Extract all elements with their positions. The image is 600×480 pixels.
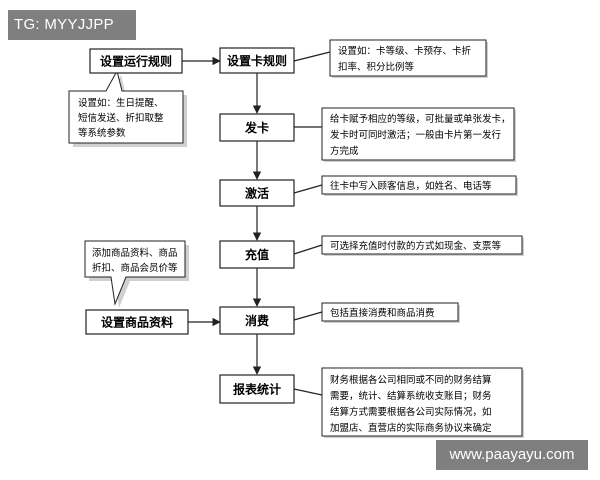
note-activate: 往卡中写入顾客信息，如姓名、电话等 bbox=[321, 175, 518, 196]
step-activate: 激活 bbox=[219, 179, 295, 207]
svg-text:设置如：生日提醒、 短信发送、折扣取整: 设置如：生日提醒、 短信发送、折扣取整 等系统参数 bbox=[78, 97, 167, 139]
svg-text:添加商品资料、商品 折扣、商品会员价等: 添加商品资料、商品 折扣、商品会员价等 bbox=[92, 247, 181, 274]
note-product-info: 添加商品资料、商品 折扣、商品会员价等 bbox=[84, 240, 189, 308]
connector-card-rules-note bbox=[293, 51, 331, 62]
step-recharge: 充值 bbox=[219, 240, 295, 269]
note-card-rules: 设置如：卡等级、卡预存、卡折 扣率、积分比例等 bbox=[329, 39, 488, 78]
step-issue: 发卡 bbox=[219, 113, 295, 142]
svg-text:报表统计: 报表统计 bbox=[233, 382, 281, 397]
connector-consume-note bbox=[293, 311, 323, 321]
note-issue: 给卡赋予相应的等级，可批量或单张发卡， 发卡时可同时激活；一般由卡片第一发行 方… bbox=[321, 107, 516, 162]
svg-text:给卡赋予相应的等级，可批量或单张发卡， 发卡: 给卡赋予相应的等级，可批量或单张发卡， 发卡时可同时激活；一般由卡片第一发行 方… bbox=[330, 113, 514, 157]
svg-text:可选择充值时付款的方式如现金、支票等: 可选择充值时付款的方式如现金、支票等 bbox=[330, 240, 502, 252]
svg-text:财务根据各公司相同或不同的财务结算 需要，统: 财务根据各公司相同或不同的财务结算 需要，统计、结算系统收支账目；财务 结算方式… bbox=[330, 374, 495, 434]
note-run-rules: 设置如：生日提醒、 短信发送、折扣取整 等系统参数 bbox=[68, 69, 187, 147]
step-product-info: 设置商品资料 bbox=[85, 309, 189, 335]
svg-text:包括直接消费和商品消费: 包括直接消费和商品消费 bbox=[330, 307, 435, 319]
connector-report-note bbox=[293, 388, 323, 396]
svg-text:设置如：卡等级、卡预存、卡折 扣率、积分比例: 设置如：卡等级、卡预存、卡折 扣率、积分比例等 bbox=[338, 45, 474, 73]
svg-text:设置商品资料: 设置商品资料 bbox=[101, 315, 173, 330]
svg-text:设置运行规则: 设置运行规则 bbox=[100, 54, 172, 69]
svg-text:设置卡规则: 设置卡规则 bbox=[227, 53, 287, 68]
note-report: 财务根据各公司相同或不同的财务结算 需要，统计、结算系统收支账目；财务 结算方式… bbox=[321, 367, 524, 438]
note-consume: 包括直接消费和商品消费 bbox=[321, 302, 460, 323]
svg-text:发卡: 发卡 bbox=[244, 120, 269, 135]
note-recharge: 可选择充值时付款的方式如现金、支票等 bbox=[321, 235, 524, 256]
connector-activate-note bbox=[293, 184, 323, 194]
step-card-rules: 设置卡规则 bbox=[219, 47, 295, 74]
connector-recharge-note bbox=[293, 244, 323, 255]
svg-text:充值: 充值 bbox=[245, 247, 269, 262]
svg-text:往卡中写入顾客信息，如姓名、电话等: 往卡中写入顾客信息，如姓名、电话等 bbox=[330, 180, 492, 192]
svg-text:激活: 激活 bbox=[245, 186, 269, 201]
note-boxes: 设置如：生日提醒、 短信发送、折扣取整 等系统参数 添加商品资料、商品 折扣、商… bbox=[68, 39, 524, 438]
step-boxes: 设置运行规则 设置商品资料 设置卡规则 发卡 激活 充值 消费 bbox=[85, 47, 295, 404]
step-consume: 消费 bbox=[219, 306, 295, 335]
connectors bbox=[181, 51, 331, 396]
watermark-bottom: www.paayayu.com bbox=[436, 440, 588, 470]
svg-text:消费: 消费 bbox=[245, 313, 269, 328]
watermark-top: TG: MYYJJPP bbox=[8, 10, 136, 40]
step-report: 报表统计 bbox=[219, 374, 295, 404]
step-run-rules: 设置运行规则 bbox=[89, 48, 183, 74]
